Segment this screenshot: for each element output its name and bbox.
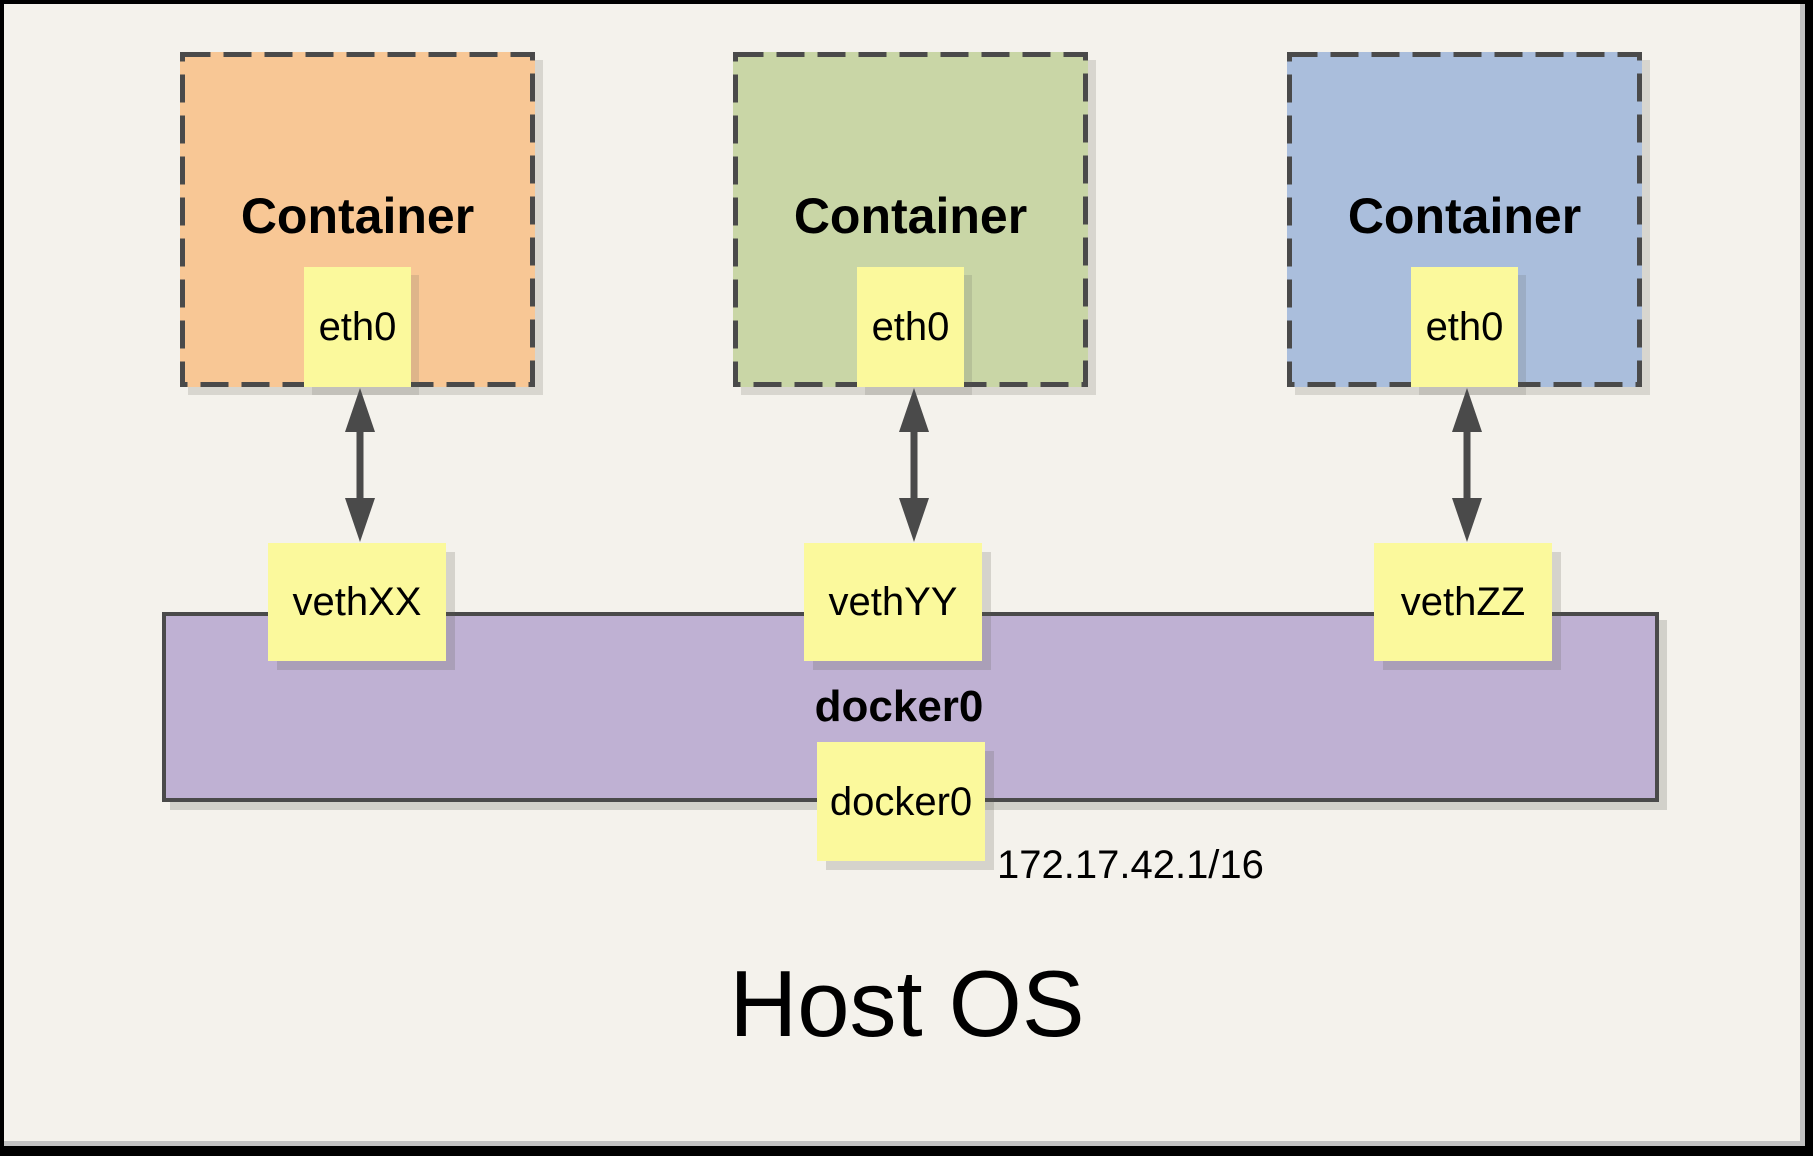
veth-box-0: vethXX [268,543,446,661]
veth-box-1: vethYY [804,543,982,661]
container-box-1: Container eth0 [733,52,1088,387]
veth-label: vethYY [828,580,958,624]
eth0-interface-box-1: eth0 [857,267,964,387]
dashed-border-icon [733,52,1088,387]
double-arrow-icon-0 [345,388,375,542]
container-label: Container [1347,188,1582,244]
docker0-interface-box: docker0 [817,742,985,861]
veth-label: vethXX [292,580,422,624]
container-label: Container [793,188,1028,244]
eth0-label: eth0 [871,305,950,349]
bridge-ip-label: 172.17.42.1/16 [997,843,1264,887]
dashed-border-icon [180,52,535,387]
veth-box-2: vethZZ [1374,543,1552,661]
diagram-canvas: Container eth0 Container eth0 Container … [4,4,1800,1141]
docker0-label: docker0 [829,779,973,824]
container-box-0: Container eth0 [180,52,535,387]
container-label: Container [240,188,475,244]
dashed-border-icon [1287,52,1642,387]
veth-label: vethZZ [1400,580,1526,624]
double-arrow-icon-1 [899,388,929,542]
eth0-interface-box-2: eth0 [1411,267,1518,387]
docker0-bridge-label: docker0 [814,682,984,731]
container-box-2: Container eth0 [1287,52,1642,387]
host-os-label: Host OS [729,951,1085,1056]
eth0-label: eth0 [318,305,397,349]
double-arrow-icon-2 [1452,388,1482,542]
eth0-label: eth0 [1425,305,1504,349]
eth0-interface-box-0: eth0 [304,267,411,387]
